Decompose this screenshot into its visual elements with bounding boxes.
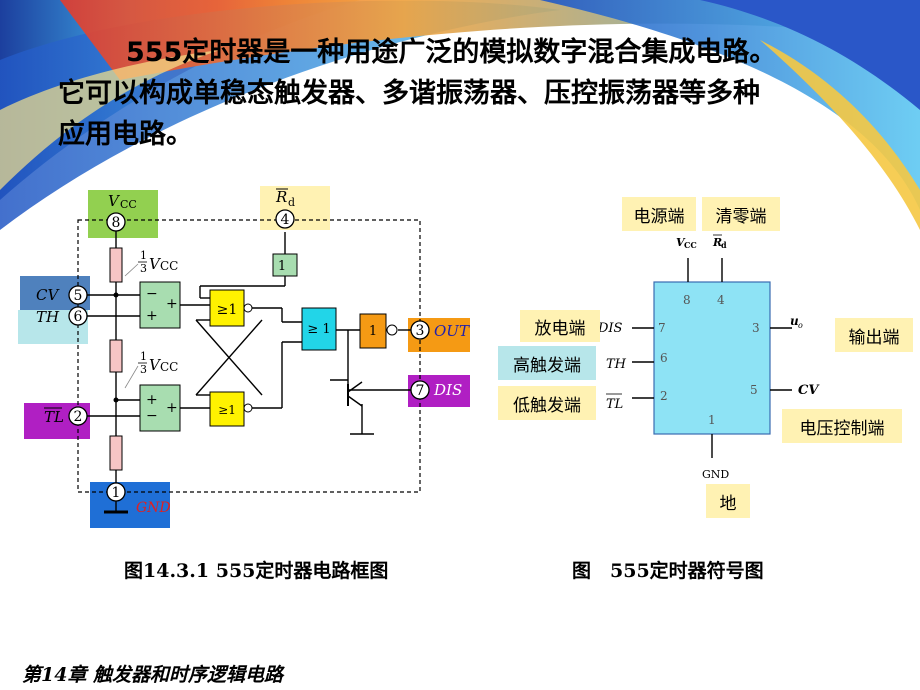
- chip-outline: [77, 219, 421, 493]
- junction-dot: [113, 292, 119, 298]
- comp-bot-minus: −: [146, 408, 158, 424]
- ratio-top-sub: CC: [160, 259, 178, 273]
- label-power: 电源端: [622, 197, 696, 231]
- vcc-label: V: [108, 192, 121, 210]
- vcc-highlight: [88, 190, 158, 238]
- pin4-number: 4: [281, 212, 290, 228]
- sym-vcc-sub: CC: [684, 240, 697, 250]
- gnd-highlight: [90, 482, 170, 528]
- caption-right: 图 555定时器符号图: [572, 560, 764, 582]
- sym-uo: u: [790, 314, 799, 328]
- sym-pin4: 4: [717, 293, 725, 307]
- nor-gate-top: [209, 289, 245, 327]
- or-gate-label: ≥ 1: [307, 322, 330, 337]
- pin6-number: 6: [74, 309, 83, 325]
- label-clear: 清零端: [702, 197, 780, 231]
- ratio-top-v: V: [149, 255, 162, 273]
- label-discharge: 放电端: [520, 310, 600, 342]
- th-label: TH: [36, 308, 60, 326]
- dis-label: DIS: [433, 381, 462, 399]
- sym-pin5: 5: [750, 383, 758, 397]
- reset-buffer: [272, 253, 298, 277]
- rd-label: R: [275, 188, 287, 206]
- chapter-footer: 第14章 触发器和时序逻辑电路: [22, 664, 284, 686]
- ratio-bot-sub: CC: [160, 360, 178, 374]
- nor-top-label: ≥1: [217, 302, 238, 318]
- gnd-label: GND: [136, 500, 171, 516]
- comp-top-minus: −: [146, 286, 158, 302]
- ratio-top-num: 1: [140, 249, 147, 262]
- out-label: OUT: [434, 322, 470, 340]
- sym-gnd: GND: [702, 468, 729, 481]
- resistor-bot: [109, 435, 123, 471]
- ratio-bot-den: 3: [140, 363, 147, 376]
- sym-uo-sub: o: [798, 321, 803, 330]
- resistor-top: [109, 247, 123, 283]
- tl-label: TL: [44, 408, 64, 426]
- nor-bot-label: ≥1: [218, 403, 236, 417]
- intro-line-3: 应用电路。: [58, 119, 193, 150]
- sym-pin7: 7: [658, 321, 666, 335]
- or-gate: [301, 307, 337, 351]
- ratio-top-den: 3: [140, 262, 147, 275]
- output-inverter-label: 1: [369, 324, 377, 339]
- output-inverter: [359, 313, 387, 349]
- pin5-number: 5: [74, 288, 83, 304]
- rd-sub: d: [288, 196, 295, 209]
- sym-pin3: 3: [752, 321, 760, 335]
- junction-dot: [113, 397, 119, 403]
- sym-vcc: V: [676, 236, 686, 249]
- intro-paragraph: 555定时器是一种用途广泛的模拟数字混合集成电路。 它可以构成单稳态触发器、多谐…: [58, 32, 878, 155]
- label-low-trigger: 低触发端: [498, 386, 596, 420]
- comp-bot-plus-right: +: [166, 400, 178, 416]
- comp-top-plus: +: [146, 308, 158, 324]
- sym-dis: DIS: [597, 321, 623, 336]
- intro-line-2: 它可以构成单稳态触发器、多谐振荡器、压控振荡器等多种: [58, 78, 760, 109]
- pin3-number: 3: [416, 323, 425, 339]
- pin7-number: 7: [416, 383, 425, 399]
- label-high-trigger: 高触发端: [498, 346, 596, 380]
- reset-buffer-label: 1: [278, 259, 286, 274]
- intro-line-1: 555定时器是一种用途广泛的模拟数字混合集成电路。: [126, 37, 777, 68]
- sym-pin6: 6: [660, 351, 668, 365]
- ratio-bot-v: V: [149, 356, 162, 374]
- pin8-number: 8: [112, 215, 121, 231]
- label-output: 输出端: [835, 318, 913, 352]
- nor-gate-bot: [209, 391, 245, 427]
- caption-left: 图14.3.1 555定时器电路框图: [124, 560, 389, 582]
- wires: [86, 230, 412, 512]
- pin2-number: 2: [74, 409, 83, 425]
- sym-cv: CV: [798, 383, 820, 398]
- comparator-top: [139, 281, 181, 329]
- rd-highlight: [260, 186, 330, 230]
- sym-rd: R: [712, 236, 722, 249]
- sym-rd-sub: d: [721, 240, 727, 250]
- resistor-mid: [109, 339, 123, 373]
- sym-tl: TL: [606, 397, 623, 412]
- comparator-bot: [139, 384, 181, 432]
- ratio-bot-num: 1: [140, 350, 147, 363]
- sym-th: TH: [606, 357, 627, 372]
- sym-pin1: 1: [708, 413, 716, 427]
- vcc-sub: CC: [120, 198, 137, 211]
- cv-label: CV: [36, 286, 60, 304]
- symbol-body: [653, 281, 771, 435]
- sym-pin2: 2: [660, 389, 668, 403]
- comp-bot-plus: +: [146, 392, 158, 408]
- sym-pin8: 8: [683, 293, 691, 307]
- label-voltage-control: 电压控制端: [782, 409, 902, 443]
- label-ground: 地: [706, 484, 750, 518]
- pin1-number: 1: [112, 485, 121, 501]
- comp-top-plus-right: +: [166, 296, 178, 312]
